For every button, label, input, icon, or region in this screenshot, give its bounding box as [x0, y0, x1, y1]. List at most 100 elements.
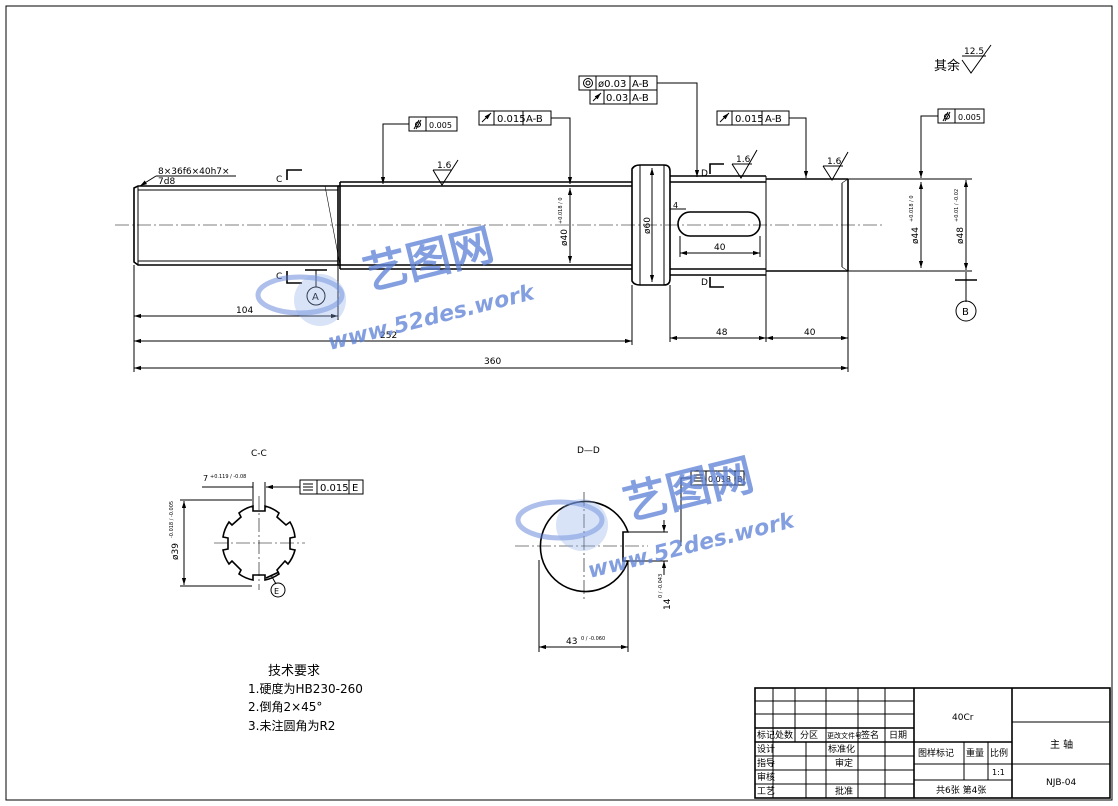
section-cc: C-C 7 +0.119 / -0.08 ø39 -0.018 / -0.005… — [169, 449, 364, 598]
svg-text:0 / -0.060: 0 / -0.060 — [581, 636, 605, 642]
tech-requirements: 技术要求 1.硬度为HB230-260 2.倒角2×45° 3.未注圆角为R2 — [248, 664, 363, 733]
roughness-symbol: 1.6 — [432, 159, 459, 186]
svg-text:1.6: 1.6 — [827, 157, 842, 167]
roughness-other: 其余 12.5 — [934, 44, 992, 74]
svg-text:+0.018 / 0: +0.018 / 0 — [558, 197, 564, 224]
svg-text:D: D — [701, 169, 708, 179]
svg-text:www.52des.work: www.52des.work — [585, 508, 798, 584]
section-marker-d: D D — [701, 163, 724, 288]
dim-keyway-offset: 4 — [670, 201, 686, 210]
fcf-runout-1: 0.015 A-B — [478, 110, 573, 184]
svg-text:1.硬度为HB230-260: 1.硬度为HB230-260 — [248, 681, 363, 696]
svg-text:比例: 比例 — [990, 747, 1008, 759]
svg-text:4: 4 — [673, 201, 678, 210]
svg-text:主 轴: 主 轴 — [1050, 738, 1073, 751]
svg-text:0.03: 0.03 — [606, 93, 628, 104]
shaft-main-view — [115, 164, 885, 286]
svg-text:签名: 签名 — [861, 729, 879, 741]
svg-text:+0.01 / -0.02: +0.01 / -0.02 — [954, 189, 960, 222]
dim-dia60: ø60 — [643, 168, 655, 282]
svg-text:E: E — [274, 587, 279, 596]
datum-b: B — [955, 272, 977, 322]
svg-text:A-B: A-B — [526, 114, 543, 125]
svg-text:更改文件号: 更改文件号 — [827, 731, 862, 740]
watermark-logo: 艺图网 www.52des.work — [515, 449, 798, 584]
svg-text:A-B: A-B — [765, 114, 782, 125]
fcf-runout-3: 0.015 A-B — [716, 110, 809, 178]
svg-text:艺图网: 艺图网 — [618, 449, 758, 530]
title-block: 标记 处数 分区 更改文件号 签名 日期 设计 指导 审核 工艺 标准化 审定 … — [754, 687, 1111, 799]
svg-text:ø40: ø40 — [560, 229, 570, 246]
dims-length: 104 252 48 40 360 — [133, 265, 849, 372]
svg-text:艺图网: 艺图网 — [358, 219, 498, 300]
svg-text:C: C — [276, 175, 282, 185]
svg-text:+0.119 / -0.08: +0.119 / -0.08 — [210, 474, 246, 480]
dim-keyway-length: 40 — [679, 236, 761, 257]
svg-text:设计: 设计 — [757, 743, 775, 755]
svg-text:-0.018 / -0.005: -0.018 / -0.005 — [169, 501, 175, 538]
svg-text:指导: 指导 — [757, 757, 775, 769]
svg-text:0.015: 0.015 — [735, 114, 764, 125]
svg-text:A-B: A-B — [632, 79, 649, 90]
svg-text:工艺: 工艺 — [757, 786, 775, 797]
svg-text:7d8: 7d8 — [158, 177, 175, 187]
datum-a: A — [305, 269, 327, 306]
section-marker-c: C C — [276, 169, 302, 284]
svg-text:D—D: D—D — [577, 446, 600, 456]
svg-text:C-C: C-C — [251, 449, 267, 459]
svg-text:审定: 审定 — [835, 757, 853, 769]
svg-text:0.018: 0.018 — [708, 475, 731, 484]
svg-text:3.未注圆角为R2: 3.未注圆角为R2 — [248, 718, 335, 733]
svg-text:D: D — [701, 278, 708, 288]
svg-text:审核: 审核 — [757, 771, 775, 783]
svg-text:重量: 重量 — [966, 747, 984, 759]
svg-text:40: 40 — [714, 243, 726, 253]
svg-text:ø39: ø39 — [171, 543, 181, 560]
roughness-symbol: 1.6 — [731, 149, 758, 179]
svg-text:其余: 其余 — [934, 58, 960, 74]
svg-text:图样标记: 图样标记 — [918, 747, 954, 759]
svg-text:标记: 标记 — [757, 729, 775, 741]
dim-dia40: ø40 +0.018 / 0 — [558, 188, 573, 263]
watermark-logo: 艺图网 www.52des.work — [255, 219, 538, 356]
svg-text:14: 14 — [663, 598, 673, 610]
svg-text:8×36f6×40h7×: 8×36f6×40h7× — [158, 167, 230, 177]
svg-text:43: 43 — [566, 637, 577, 647]
svg-text:0 / -0.043: 0 / -0.043 — [658, 574, 664, 598]
svg-text:12.5: 12.5 — [964, 47, 984, 57]
svg-text:ø44: ø44 — [911, 227, 921, 244]
svg-text:1.6: 1.6 — [437, 161, 452, 171]
svg-text:1:1: 1:1 — [992, 768, 1005, 777]
svg-text:40Cr: 40Cr — [952, 713, 974, 723]
svg-text:0.005: 0.005 — [429, 121, 452, 130]
svg-text:0.015: 0.015 — [320, 483, 349, 494]
svg-text:处数: 处数 — [775, 729, 793, 741]
svg-text:104: 104 — [236, 306, 253, 316]
fcf-cylindricity-left: 0.005 — [380, 116, 458, 184]
spline-note: 8×36f6×40h7× 7d8 — [139, 167, 236, 187]
svg-text:2.倒角2×45°: 2.倒角2×45° — [248, 700, 322, 714]
svg-text:40: 40 — [804, 328, 816, 338]
svg-text:A-B: A-B — [632, 93, 649, 104]
svg-text:360: 360 — [484, 357, 501, 367]
svg-text:A: A — [312, 292, 319, 303]
drawing-frame — [5, 5, 1113, 801]
svg-text:www.52des.work: www.52des.work — [325, 280, 538, 356]
section-dd: D—D 0.018 B 14 0 / -0.043 43 0 / -0.060 — [515, 446, 745, 652]
svg-text:E: E — [352, 483, 358, 494]
svg-text:标准化: 标准化 — [828, 743, 855, 755]
svg-text:共6张 第4张: 共6张 第4张 — [936, 784, 986, 796]
svg-text:ø60: ø60 — [643, 217, 653, 234]
svg-text:分区: 分区 — [800, 730, 818, 741]
svg-text:B: B — [737, 475, 743, 484]
svg-text:NJB-04: NJB-04 — [1046, 778, 1077, 788]
svg-text:0.005: 0.005 — [958, 113, 981, 122]
svg-text:+0.018 / 0: +0.018 / 0 — [909, 195, 915, 222]
svg-text:B: B — [962, 307, 969, 318]
svg-text:ø48: ø48 — [956, 227, 966, 244]
svg-text:48: 48 — [716, 328, 728, 338]
roughness-symbol: 1.6 — [822, 151, 849, 181]
svg-text:日期: 日期 — [889, 730, 907, 741]
fcf-coaxiality: ø0.03 A-B 0.03 A-B — [578, 75, 700, 177]
